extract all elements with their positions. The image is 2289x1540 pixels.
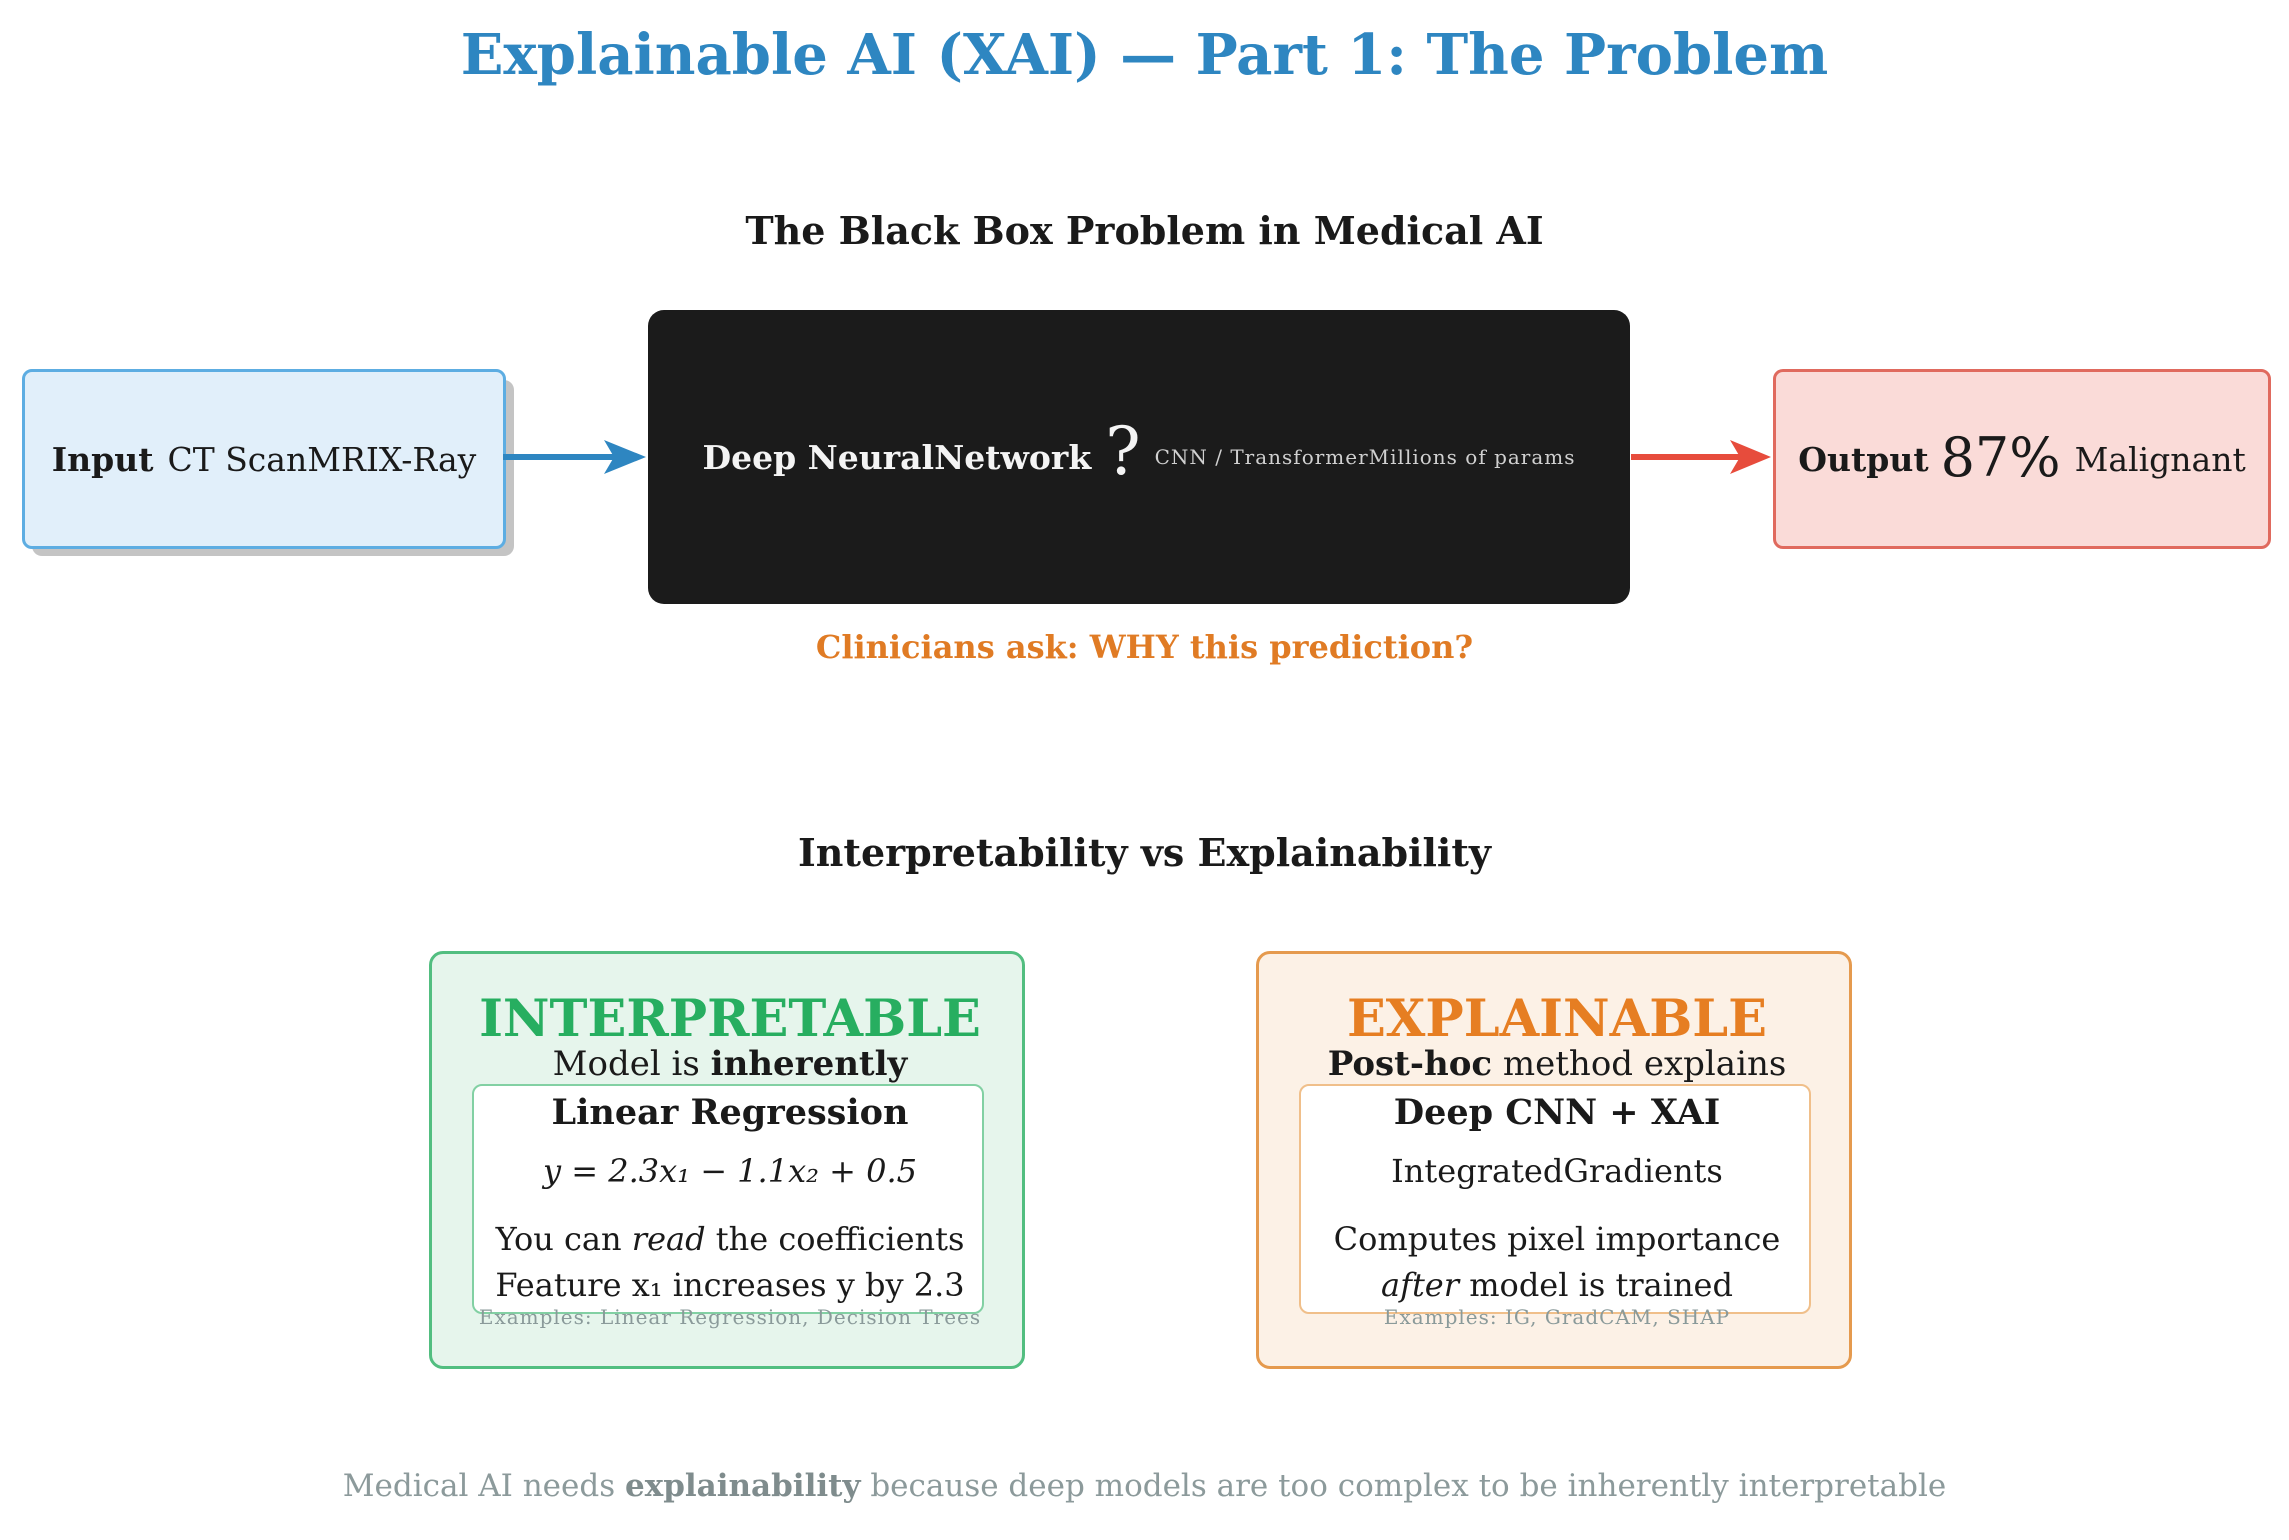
input-arrow: [503, 440, 646, 474]
section-title-black-box: The Black Box Problem in Medical AI: [745, 208, 1544, 253]
black-box-title-part: Deep Neural: [702, 437, 935, 477]
explainable-line-2: after model is trained: [1301, 1266, 1813, 1304]
interpretable-heading: INTERPRETABLE: [479, 989, 981, 1049]
question-mark-symbol: ?: [1105, 412, 1141, 490]
explainable-line-2b: model is trained: [1469, 1266, 1733, 1304]
interpretable-line-1a: You can: [495, 1220, 622, 1258]
explainable-sub-bold: Post-hoc: [1327, 1044, 1493, 1084]
explainable-method: IntegratedGradients: [1301, 1152, 1813, 1190]
interpretable-line-1-emphasis: read: [631, 1220, 706, 1258]
output-box: Output 87% Malignant: [1773, 369, 2271, 549]
footer-note: Medical AI needs explainability because …: [0, 1468, 2289, 1504]
black-box-model: Deep NeuralNetwork ? CNN / TransformerMi…: [648, 310, 1630, 604]
footer-suffix: because deep models are too complex to b…: [870, 1468, 1947, 1504]
explainable-heading: EXPLAINABLE: [1346, 989, 1768, 1049]
output-class: Malignant: [2074, 439, 2246, 479]
footer-bold: explainability: [624, 1468, 861, 1504]
method-part: Gradients: [1563, 1152, 1723, 1190]
interpretable-sub-prefix: Model is: [552, 1044, 700, 1084]
input-items: CT ScanMRIX-Ray: [167, 440, 476, 479]
interpretable-examples: Examples: Linear Regression, Decision Tr…: [478, 1305, 982, 1329]
footer-prefix: Medical AI needs: [342, 1468, 616, 1504]
input-item-mri: MRI: [307, 439, 379, 479]
explainable-card: EXPLAINABLE Post-hoc method explains Dee…: [1256, 951, 1852, 1369]
output-arrow: [1631, 440, 1771, 474]
input-item-ct: CT Scan: [167, 439, 308, 479]
explainable-line-1: Computes pixel importance: [1333, 1220, 1781, 1258]
black-box-sub-part: Millions of params: [1368, 445, 1576, 469]
section-title-comparison: Interpretability vs Explainability: [798, 830, 1491, 875]
input-item-xray: X-Ray: [378, 439, 477, 479]
explainable-examples: Examples: IG, GradCAM, SHAP: [1383, 1305, 1731, 1329]
method-part: Integrated: [1391, 1152, 1564, 1190]
interpretable-line-1b: the coefficients: [715, 1220, 965, 1258]
interpretable-sub-bold: inherently: [710, 1044, 908, 1084]
interpretable-example-title: Linear Regression: [551, 1092, 909, 1133]
input-label: Input: [51, 439, 154, 479]
explainable-example-title: Deep CNN + XAI: [1393, 1092, 1721, 1133]
interpretable-example-box: Linear Regression y = 2.3x₁ − 1.1x₂ + 0.…: [472, 1084, 984, 1314]
black-box-title: Deep NeuralNetwork: [702, 438, 1091, 477]
black-box-subtitle: CNN / TransformerMillions of params: [1155, 445, 1576, 469]
explainable-line-2-emphasis: after: [1381, 1266, 1460, 1304]
black-box-sub-part: CNN / Transformer: [1154, 445, 1369, 469]
black-box-title-part: Network: [934, 437, 1092, 477]
output-label: Output: [1798, 439, 1929, 479]
output-probability: 87%: [1940, 425, 2061, 489]
linear-formula: y = 2.3x₁ − 1.1x₂ + 0.5: [543, 1152, 917, 1190]
clinician-question: Clinicians ask: WHY this prediction?: [815, 628, 1474, 666]
explainable-example-box: Deep CNN + XAI IntegratedGradients Compu…: [1299, 1084, 1811, 1314]
explainable-sub-suffix: method explains: [1502, 1044, 1787, 1084]
interpretable-line-1: You can read the coefficients: [474, 1220, 986, 1258]
explainable-subtitle: Post-hoc method explains: [1259, 1044, 1855, 1084]
interpretable-subtitle: Model is inherently: [432, 1044, 1028, 1084]
interpretable-card: INTERPRETABLE Model is inherently Linear…: [429, 951, 1025, 1369]
main-title: Explainable AI (XAI) — Part 1: The Probl…: [460, 22, 1829, 88]
interpretable-line-2: Feature x₁ increases y by 2.3: [495, 1266, 965, 1304]
